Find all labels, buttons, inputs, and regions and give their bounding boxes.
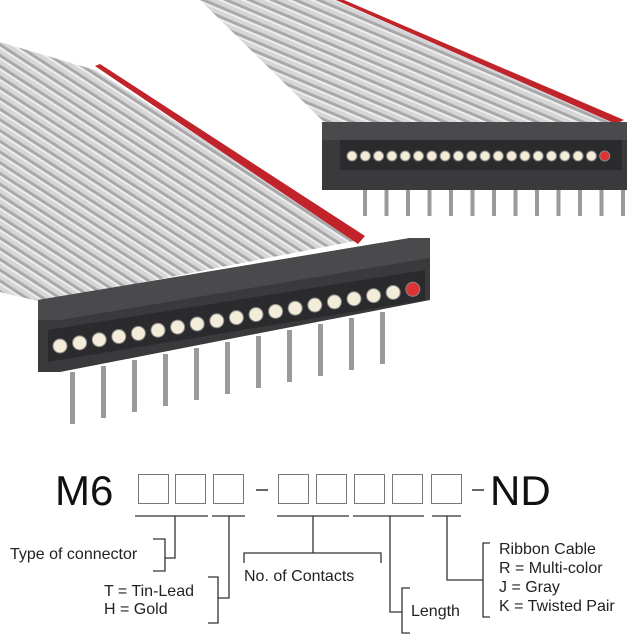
pin — [101, 366, 106, 418]
pin — [470, 190, 475, 216]
pin — [132, 360, 137, 412]
pin — [225, 342, 230, 394]
contact — [359, 150, 371, 162]
contact — [91, 332, 107, 348]
part-number-prefix: M6 — [55, 467, 114, 514]
pin — [318, 324, 323, 376]
code-box-contacts-1 — [278, 474, 309, 504]
contact — [170, 319, 186, 335]
contact — [52, 338, 68, 354]
contact — [452, 150, 464, 162]
contact — [346, 291, 362, 307]
pin — [163, 354, 168, 406]
contact — [228, 310, 244, 326]
pin — [599, 190, 604, 216]
contact — [150, 322, 166, 338]
label-no-of-contacts: No. of Contacts — [244, 568, 355, 585]
label-multi-color: R = Multi-color — [499, 560, 603, 577]
pin — [513, 190, 518, 216]
code-box-contacts-2 — [316, 474, 347, 504]
contact — [386, 150, 398, 162]
pin — [363, 190, 367, 216]
code-box-plating — [213, 474, 244, 504]
back-connector — [322, 122, 627, 216]
pin — [406, 190, 410, 216]
contact — [268, 303, 284, 319]
code-box-ribbon — [431, 474, 462, 504]
contact — [130, 325, 146, 341]
contact — [532, 150, 544, 162]
pin — [535, 190, 539, 216]
contact — [426, 150, 438, 162]
contact — [439, 150, 451, 162]
contact — [585, 150, 597, 162]
contact — [479, 150, 491, 162]
pin — [449, 190, 453, 216]
code-box-length-2 — [392, 474, 423, 504]
contact — [72, 335, 88, 351]
contact — [466, 150, 478, 162]
code-box-connector-1 — [138, 474, 169, 504]
pin — [380, 312, 385, 364]
back-cable-red-edge — [336, 0, 624, 124]
contact — [248, 307, 264, 322]
pin — [621, 190, 625, 216]
contact — [385, 284, 401, 300]
contact — [366, 288, 382, 304]
contact — [546, 150, 557, 162]
separator-dash — [472, 489, 484, 491]
ribbon-cable-assembly-illustration — [0, 0, 627, 424]
contact — [189, 316, 205, 332]
contact — [209, 313, 225, 329]
contact — [559, 150, 571, 162]
contact — [506, 150, 518, 162]
contact — [405, 281, 421, 297]
contact — [307, 297, 323, 313]
contact — [519, 150, 531, 162]
contact — [572, 150, 584, 162]
label-ribbon-cable: Ribbon Cable — [499, 541, 596, 558]
pin — [349, 318, 354, 370]
label-gold: H = Gold — [104, 601, 168, 618]
contact — [492, 150, 504, 162]
label-tin-lead: T = Tin-Lead — [104, 583, 194, 600]
pin — [384, 190, 389, 216]
contact — [399, 150, 411, 162]
label-length: Length — [411, 603, 460, 620]
pin — [556, 190, 561, 216]
contact — [111, 329, 127, 345]
contact — [413, 150, 424, 162]
pin — [578, 190, 582, 216]
pin — [194, 348, 199, 400]
front-ribbon-cable — [0, 42, 360, 302]
contact — [373, 150, 385, 162]
pin — [256, 336, 261, 388]
contact — [326, 294, 342, 310]
pin — [70, 372, 75, 424]
label-twisted-pair: K = Twisted Pair — [499, 598, 615, 615]
pin — [492, 190, 496, 216]
front-connector — [38, 238, 430, 424]
code-box-connector-2 — [175, 474, 206, 504]
contact — [287, 300, 303, 316]
separator-dash — [256, 489, 268, 491]
contact — [346, 150, 358, 162]
pin — [287, 330, 292, 382]
contact — [599, 150, 611, 162]
front-cable-red-edge — [95, 64, 365, 244]
code-box-length-1 — [354, 474, 385, 504]
back-ribbon-cable — [200, 0, 620, 128]
part-number-suffix: ND — [490, 467, 551, 514]
label-gray: J = Gray — [499, 579, 560, 596]
pin — [427, 190, 432, 216]
label-type-of-connector: Type of connector — [10, 546, 138, 563]
